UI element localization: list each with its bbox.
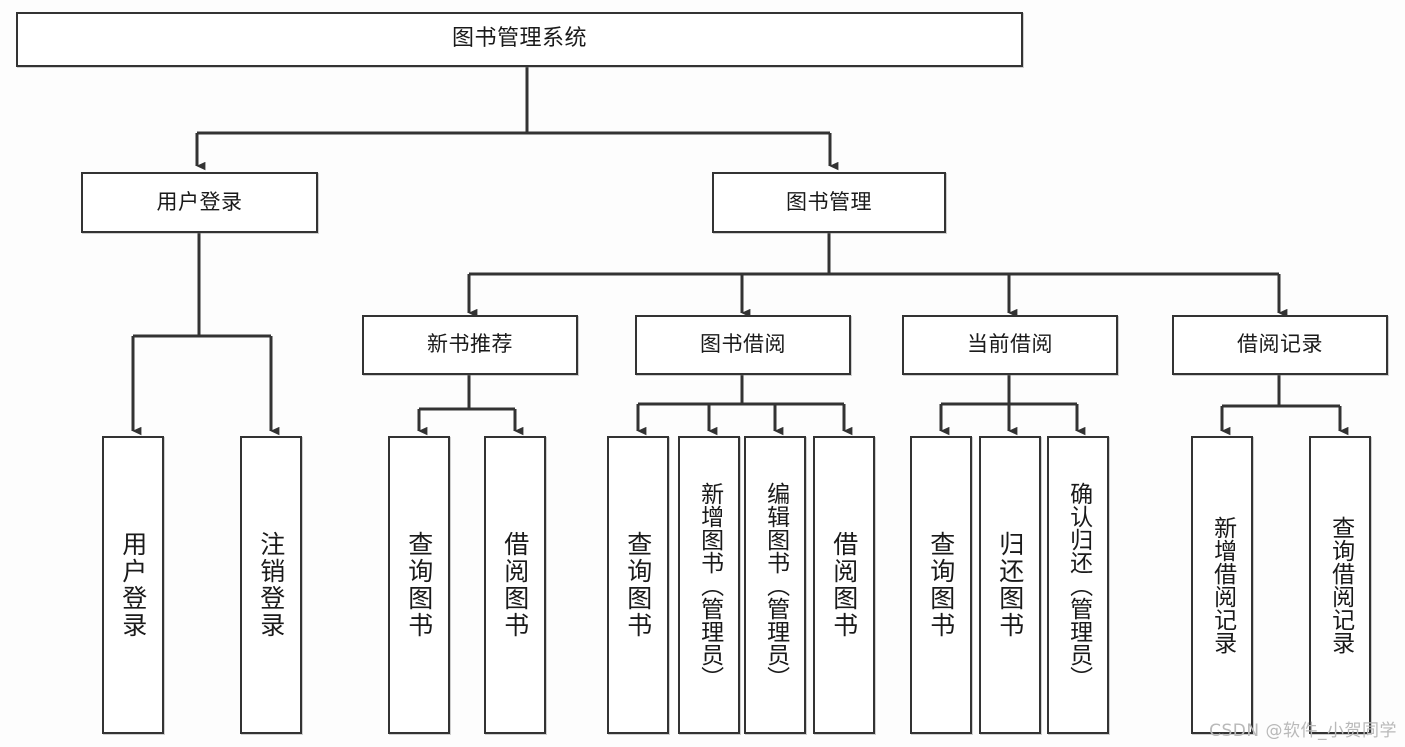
node-root-system-label: 图书管理系统: [451, 26, 587, 52]
node-borrow-record-label: 借阅记录: [1237, 332, 1323, 357]
leaf-borrow-record-query-label: 查询借阅记录: [1327, 516, 1354, 654]
node-new-book-recommend-label: 新书推荐: [427, 332, 513, 357]
leaf-borrow-record-add-label: 新增借阅记录: [1209, 516, 1236, 654]
leaf-current-borrow-query-label: 查询图书: [926, 531, 956, 639]
node-book-management[interactable]: 图书管理: [712, 172, 946, 233]
leaf-book-borrow-borrow-label: 借阅图书: [829, 531, 859, 639]
node-root-system[interactable]: 图书管理系统: [16, 12, 1023, 67]
leaf-book-borrow-add[interactable]: 新增图书（管理员）: [678, 436, 740, 734]
leaf-borrow-record-add[interactable]: 新增借阅记录: [1191, 436, 1253, 734]
leaf-book-borrow-edit-label: 编辑图书（管理员）: [762, 481, 789, 689]
leaf-user-login-login[interactable]: 用户登录: [102, 436, 164, 734]
leaf-borrow-record-query[interactable]: 查询借阅记录: [1309, 436, 1371, 734]
leaf-current-borrow-return[interactable]: 归还图书: [979, 436, 1041, 734]
node-user-login[interactable]: 用户登录: [81, 172, 318, 233]
leaf-book-borrow-edit[interactable]: 编辑图书（管理员）: [744, 436, 806, 734]
node-book-borrow[interactable]: 图书借阅: [635, 315, 851, 375]
node-current-borrow-label: 当前借阅: [967, 332, 1053, 357]
leaf-book-borrow-query-label: 查询图书: [623, 531, 653, 639]
leaf-new-book-query[interactable]: 查询图书: [388, 436, 450, 734]
node-user-login-label: 用户登录: [156, 189, 243, 214]
leaf-new-book-borrow[interactable]: 借阅图书: [484, 436, 546, 734]
leaf-book-borrow-borrow[interactable]: 借阅图书: [813, 436, 875, 734]
leaf-book-borrow-add-label: 新增图书（管理员）: [696, 481, 723, 689]
leaf-user-login-login-label: 用户登录: [118, 531, 148, 639]
leaf-user-login-logout-label: 注销登录: [256, 531, 286, 639]
node-borrow-record[interactable]: 借阅记录: [1172, 315, 1388, 375]
leaf-new-book-query-label: 查询图书: [404, 531, 434, 639]
leaf-new-book-borrow-label: 借阅图书: [500, 531, 530, 639]
csdn-watermark: CSDN @软件_小贺同学: [1209, 721, 1397, 741]
node-book-management-label: 图书管理: [786, 189, 872, 214]
node-new-book-recommend[interactable]: 新书推荐: [362, 315, 578, 375]
node-book-borrow-label: 图书借阅: [700, 332, 786, 357]
leaf-book-borrow-query[interactable]: 查询图书: [607, 436, 669, 734]
leaf-current-borrow-confirm[interactable]: 确认归还（管理员）: [1047, 436, 1109, 734]
leaf-current-borrow-query[interactable]: 查询图书: [910, 436, 972, 734]
leaf-current-borrow-confirm-label: 确认归还（管理员）: [1065, 481, 1092, 689]
node-current-borrow[interactable]: 当前借阅: [902, 315, 1118, 375]
leaf-current-borrow-return-label: 归还图书: [995, 531, 1025, 639]
leaf-user-login-logout[interactable]: 注销登录: [240, 436, 302, 734]
